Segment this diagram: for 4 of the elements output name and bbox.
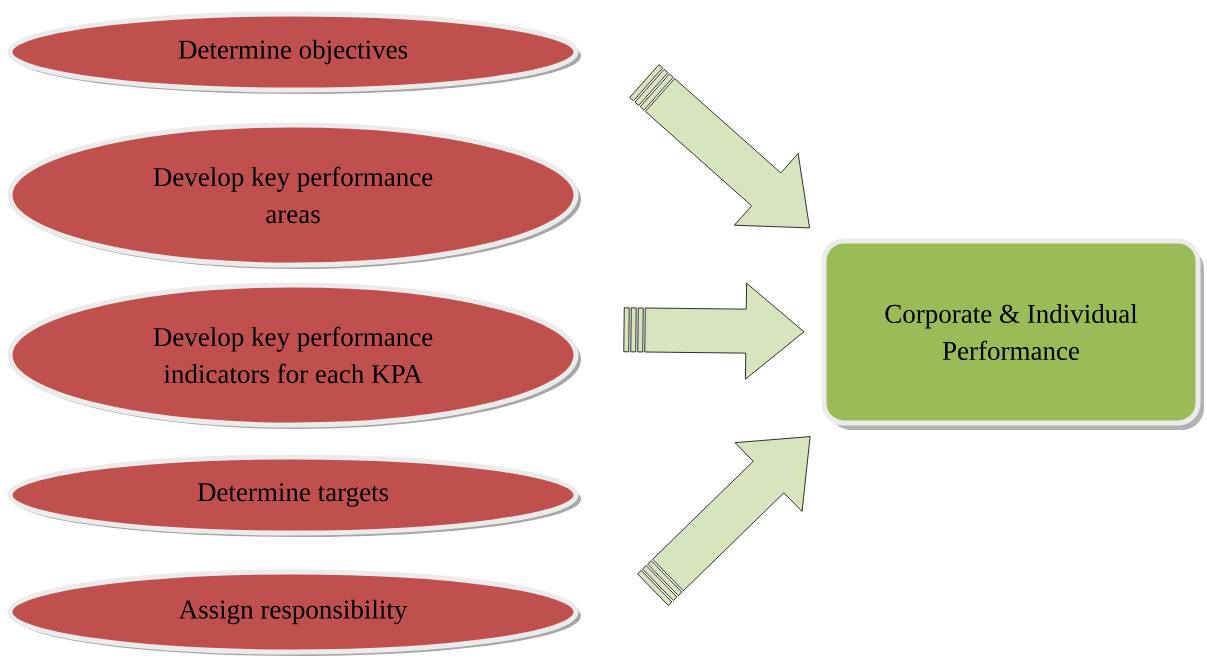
result-box: Corporate & Individual Performance [821, 238, 1204, 430]
block-arrow [637, 436, 811, 606]
block-arrow [629, 64, 810, 229]
block-arrow [623, 282, 805, 380]
